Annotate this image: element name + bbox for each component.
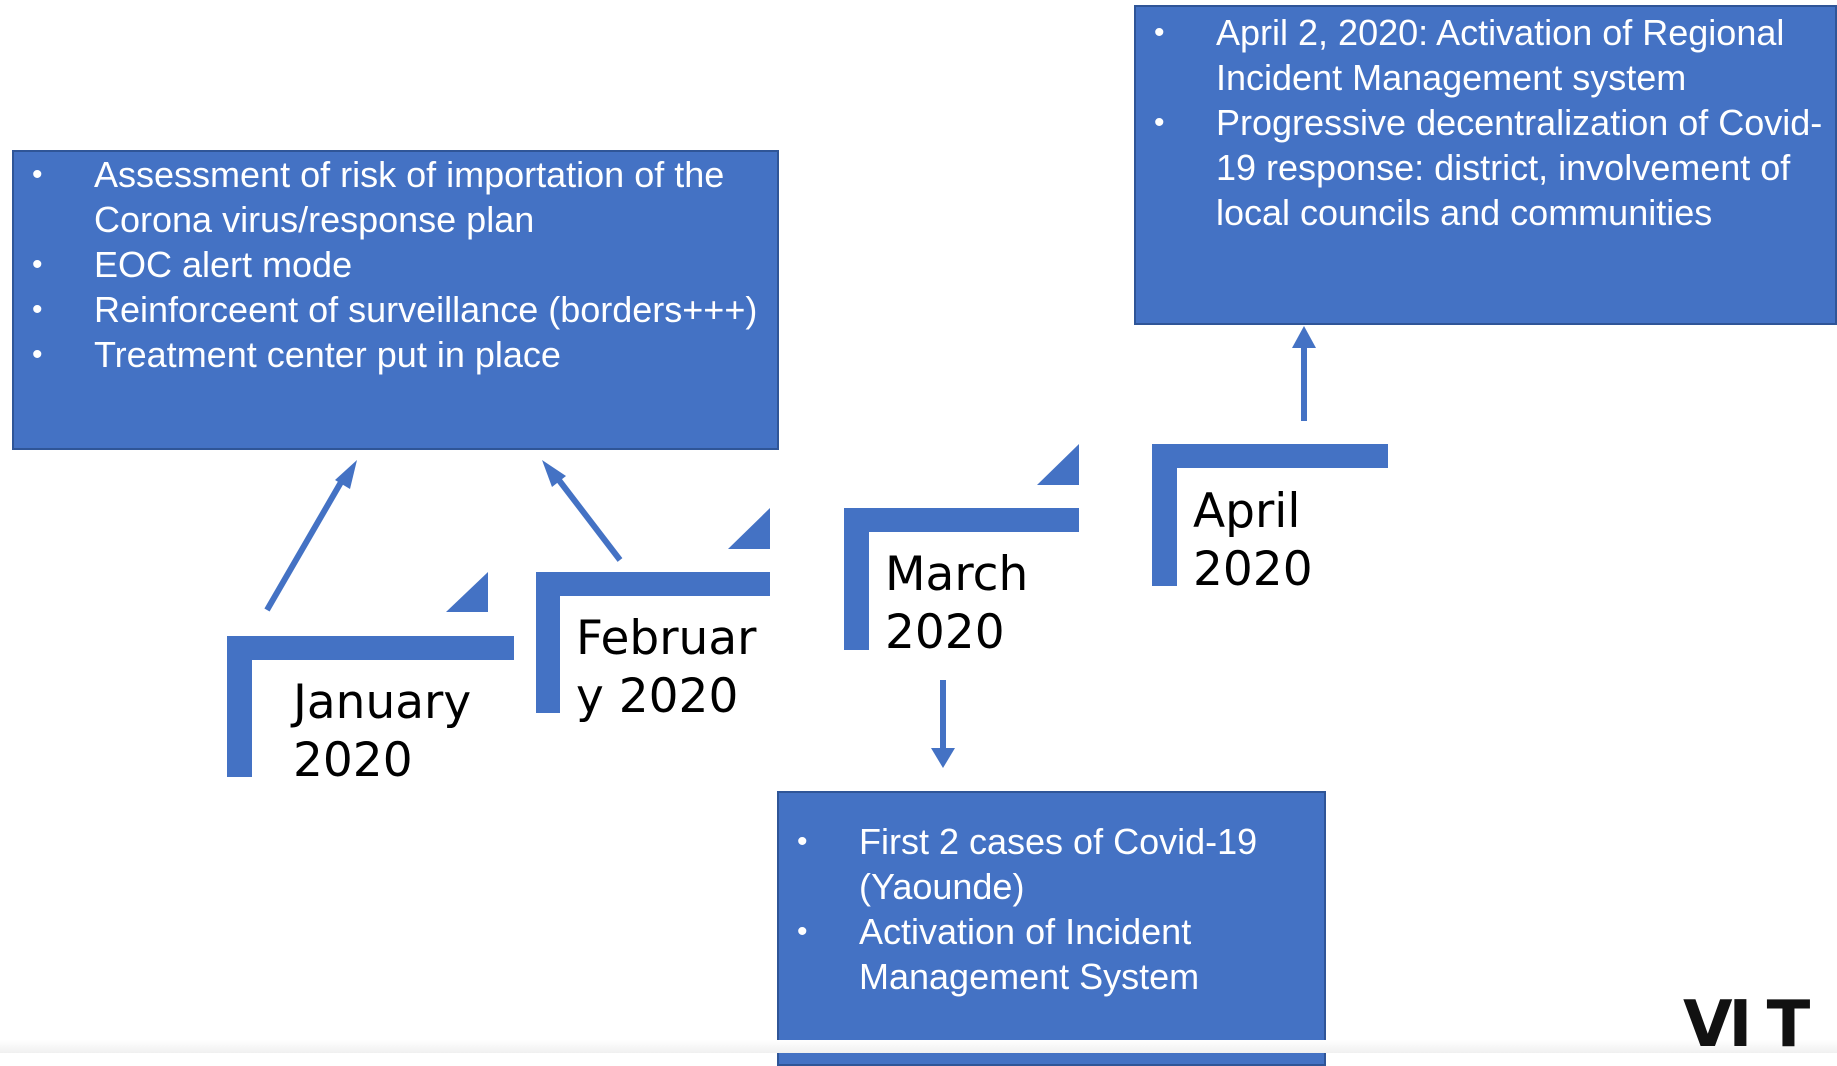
arrow-january-to-box xyxy=(264,460,357,612)
bullet-item: Progressive decentralization of Covid-19… xyxy=(1136,100,1835,235)
bullet-item: Treatment center put in place xyxy=(14,332,777,377)
bullet-list-march: First 2 cases of Covid-19 (Yaounde) Acti… xyxy=(779,819,1324,999)
box-march: First 2 cases of Covid-19 (Yaounde) Acti… xyxy=(777,791,1326,1066)
arrowhead-march xyxy=(931,748,955,768)
bullet-item: First 2 cases of Covid-19 (Yaounde) xyxy=(779,819,1324,909)
bullet-list-january-february: Assessment of risk of importation of the… xyxy=(14,152,777,377)
bullet-list-april: April 2, 2020: Activation of Regional In… xyxy=(1136,10,1835,235)
step-bracket-march xyxy=(844,508,1079,650)
step-corner-march xyxy=(1037,444,1079,485)
step-january xyxy=(227,572,514,777)
logo: VI T xyxy=(1683,997,1810,1053)
bullet-item: Reinforceent of surveillance (borders+++… xyxy=(14,287,777,332)
arrowhead-april xyxy=(1292,326,1316,348)
step-bracket-january xyxy=(227,636,514,777)
step-march xyxy=(844,444,1079,650)
bottom-bar xyxy=(0,1040,1837,1053)
arrow-april-to-box xyxy=(1292,326,1316,421)
box-january-february: Assessment of risk of importation of the… xyxy=(12,150,779,450)
step-label-february: Februar y 2020 xyxy=(576,611,757,724)
arrowhead-february xyxy=(542,460,566,487)
bullet-item: April 2, 2020: Activation of Regional In… xyxy=(1136,10,1835,100)
bullet-item: Activation of Incident Management System xyxy=(779,909,1324,999)
box-april: April 2, 2020: Activation of Regional In… xyxy=(1134,5,1837,325)
step-corner-february xyxy=(728,508,770,549)
step-bracket-april xyxy=(1152,444,1388,586)
bullet-item: EOC alert mode xyxy=(14,242,777,287)
step-label-april: April 2020 xyxy=(1193,484,1313,597)
arrow-february-to-box xyxy=(542,460,623,562)
step-february xyxy=(536,508,770,713)
step-bracket-february xyxy=(536,572,770,713)
step-label-march: March 2020 xyxy=(885,547,1029,660)
bullet-item: Assessment of risk of importation of the… xyxy=(14,152,777,242)
step-corner-january xyxy=(446,572,488,612)
arrow-march-to-box xyxy=(931,680,955,768)
arrowhead-january xyxy=(335,460,357,489)
step-april xyxy=(1152,444,1388,586)
step-label-january: January 2020 xyxy=(293,675,472,788)
